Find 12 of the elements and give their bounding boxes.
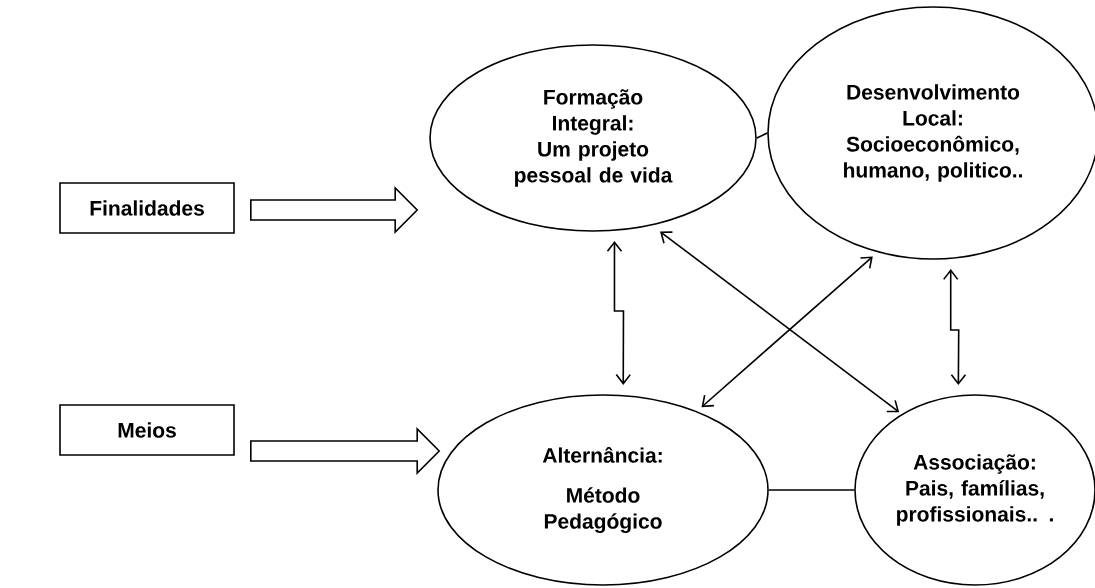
block-arrow: [250, 186, 419, 234]
arrow: [660, 231, 900, 413]
connector-line: [756, 132, 768, 139]
arrow: [942, 269, 967, 386]
arrow: [606, 240, 632, 385]
ellipse-node: Formação Integral: Um projeto pessoal de vida: [429, 44, 757, 232]
ellipse-node: Alternância: Método Pedagógico: [437, 394, 769, 586]
connector-line: [768, 489, 855, 491]
block-arrow: [250, 427, 441, 475]
label-box: Finalidades: [59, 182, 235, 234]
arrow: [701, 256, 873, 408]
label-box: Meios: [59, 404, 235, 456]
